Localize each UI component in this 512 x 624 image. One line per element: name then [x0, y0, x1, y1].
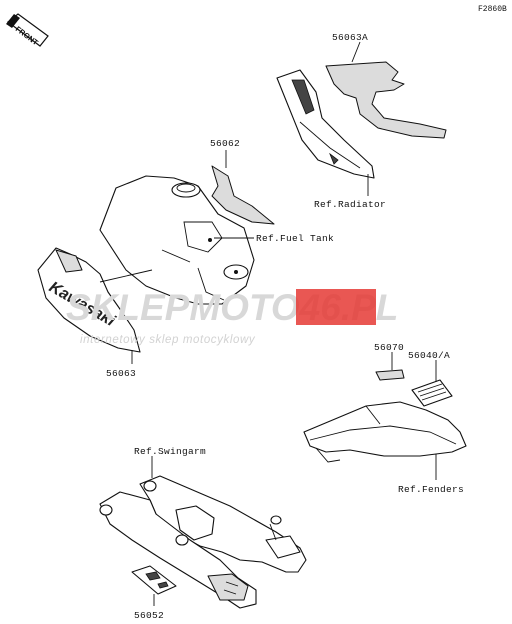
part-number-56063: 56063: [106, 368, 136, 379]
part-number-56070: 56070: [374, 342, 404, 353]
ref-fuel-tank: Ref.Fuel Tank: [256, 233, 334, 244]
front-arrow-icon: FRONT: [6, 13, 49, 47]
swingarm-decal-56052: [131, 565, 177, 595]
part-number-56040a: 56040/A: [408, 350, 450, 361]
watermark: SKLEPMOTO46.PL internetowy sklep motocyk…: [66, 287, 398, 346]
label-56040a-part: [411, 379, 453, 407]
fuel-tank-upper-decal: [211, 165, 275, 225]
watermark-subtitle: internetowy sklep motocyklowy: [80, 334, 256, 346]
part-number-56063a: 56063A: [332, 32, 368, 43]
label-56070-part: [375, 369, 405, 381]
rear-fender: [303, 401, 467, 463]
part-number-56052: 56052: [134, 610, 164, 621]
ref-radiator: Ref.Radiator: [314, 199, 386, 210]
diagram-code: F2860B: [478, 5, 507, 14]
leader-56063-tank: [99, 269, 153, 283]
leader-56063a: [351, 41, 361, 63]
watermark-accent-block: [296, 289, 376, 325]
swingarm: [99, 475, 307, 609]
ref-swingarm: Ref.Swingarm: [134, 446, 206, 457]
part-number-56062: 56062: [210, 138, 240, 149]
fuel-tank: [99, 175, 255, 305]
ref-fenders: Ref.Fenders: [398, 484, 464, 495]
radiator-shroud-decal: [276, 61, 447, 179]
